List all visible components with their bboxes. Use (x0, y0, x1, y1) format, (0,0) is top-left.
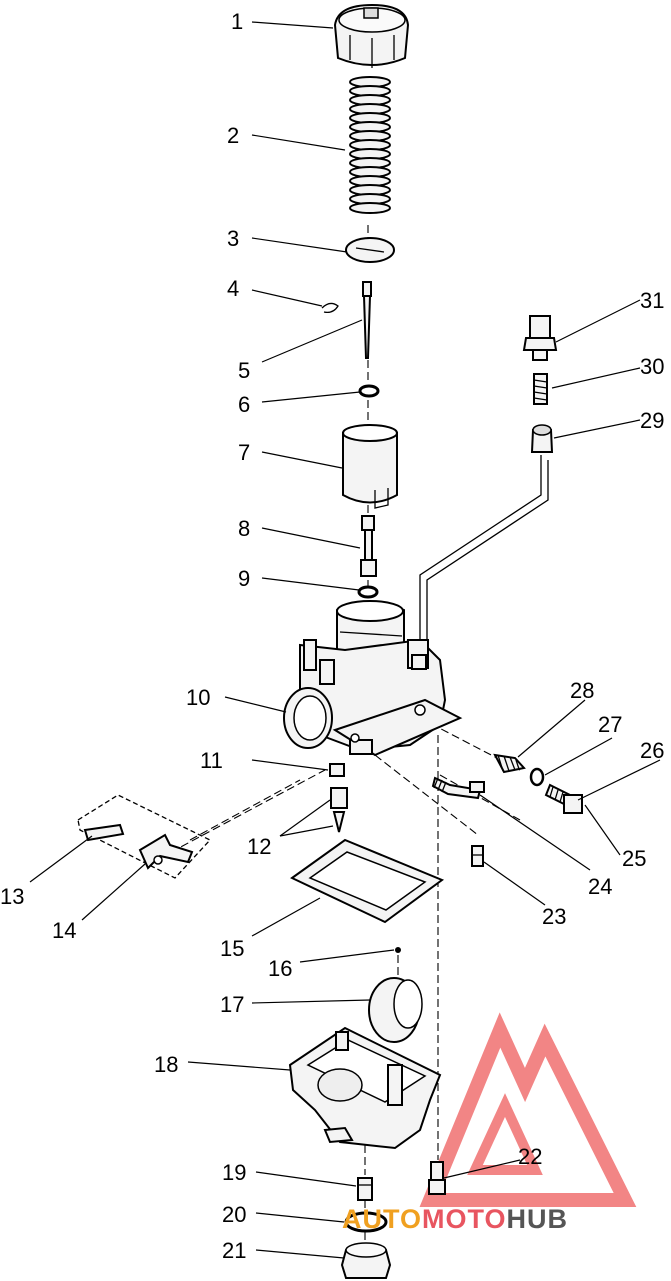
watermark-text: AUTOMOTOHUB (342, 1204, 568, 1234)
callout-16: 16 (268, 956, 292, 981)
callout-11: 11 (200, 748, 223, 773)
callout-4: 4 (227, 276, 239, 301)
part-28-spring (493, 753, 526, 774)
part-14-lever (138, 833, 194, 870)
part-20-o-ring (344, 1211, 388, 1233)
part-22-drain-screw (428, 1161, 446, 1195)
part-30-plunger-spring (533, 373, 548, 405)
callout-28: 28 (570, 678, 594, 703)
callout-29: 29 (640, 408, 664, 433)
callout-14: 14 (52, 918, 76, 943)
callout-3: 3 (227, 226, 239, 251)
part-9-washer (357, 585, 379, 599)
watermark-text-auto: AUTO (342, 1204, 422, 1234)
part-15-gasket (290, 838, 445, 924)
part-21-drain-plug (340, 1242, 392, 1279)
part-18-float-bowl (288, 1026, 442, 1150)
part-7-throttle-valve (342, 424, 398, 509)
part-31-plunger-nut (522, 315, 558, 361)
callout-8: 8 (238, 516, 250, 541)
callout-22: 22 (518, 1144, 542, 1169)
part-5-needle (362, 281, 372, 359)
callout-7: 7 (238, 440, 250, 465)
part-26-idle-screw (544, 783, 583, 814)
part-4-clip (321, 302, 339, 314)
callout-17: 17 (220, 992, 244, 1017)
callout-24: 24 (588, 874, 612, 899)
callout-2: 2 (227, 123, 239, 148)
callout-19: 19 (222, 1160, 246, 1185)
callout-27: 27 (598, 712, 622, 737)
part-17-float (368, 977, 423, 1043)
part-16-pin (395, 947, 401, 953)
part-13-cable-guide (83, 823, 125, 842)
part-12-needle-valve (330, 787, 348, 833)
callout-26: 26 (640, 738, 664, 763)
part-3-plate (345, 237, 395, 263)
callout-15: 15 (220, 936, 244, 961)
callout-31: 31 (640, 288, 664, 313)
spring-coil (349, 202, 391, 214)
leader-lines (29, 21, 661, 1259)
part-23-air-jet (471, 845, 484, 867)
part-6-washer (358, 384, 380, 398)
callout-5: 5 (238, 358, 250, 383)
part-11-pilot-jet (329, 763, 345, 777)
callout-labels: 1 2 3 4 5 6 7 8 9 10 11 12 13 14 15 16 1… (0, 9, 664, 1263)
part-24-pilot-screw (431, 776, 482, 800)
callout-21: 21 (222, 1238, 246, 1263)
part-25-cap (469, 781, 485, 793)
callout-18: 18 (154, 1052, 178, 1077)
callout-6: 6 (238, 392, 250, 417)
part-1-cap (333, 3, 410, 68)
callout-12: 12 (247, 834, 271, 859)
part-8-needle-jet (360, 515, 377, 577)
watermark-text-hub: HUB (507, 1204, 569, 1234)
callout-20: 20 (222, 1202, 246, 1227)
part-19-main-jet (357, 1177, 373, 1201)
part-27-washer (529, 767, 545, 787)
callout-9: 9 (238, 566, 250, 591)
callout-23: 23 (542, 904, 566, 929)
watermark-text-moto: MOTO (422, 1204, 507, 1234)
part-2-spring (349, 76, 391, 214)
watermark-logo-icon (419, 1012, 637, 1207)
part-29-plunger (530, 424, 554, 453)
part-10-carburetor-body (283, 600, 463, 757)
callout-1: 1 (231, 9, 243, 34)
callout-25: 25 (622, 846, 646, 871)
callout-30: 30 (640, 354, 664, 379)
callout-10: 10 (186, 685, 210, 710)
callout-13: 13 (0, 884, 24, 909)
